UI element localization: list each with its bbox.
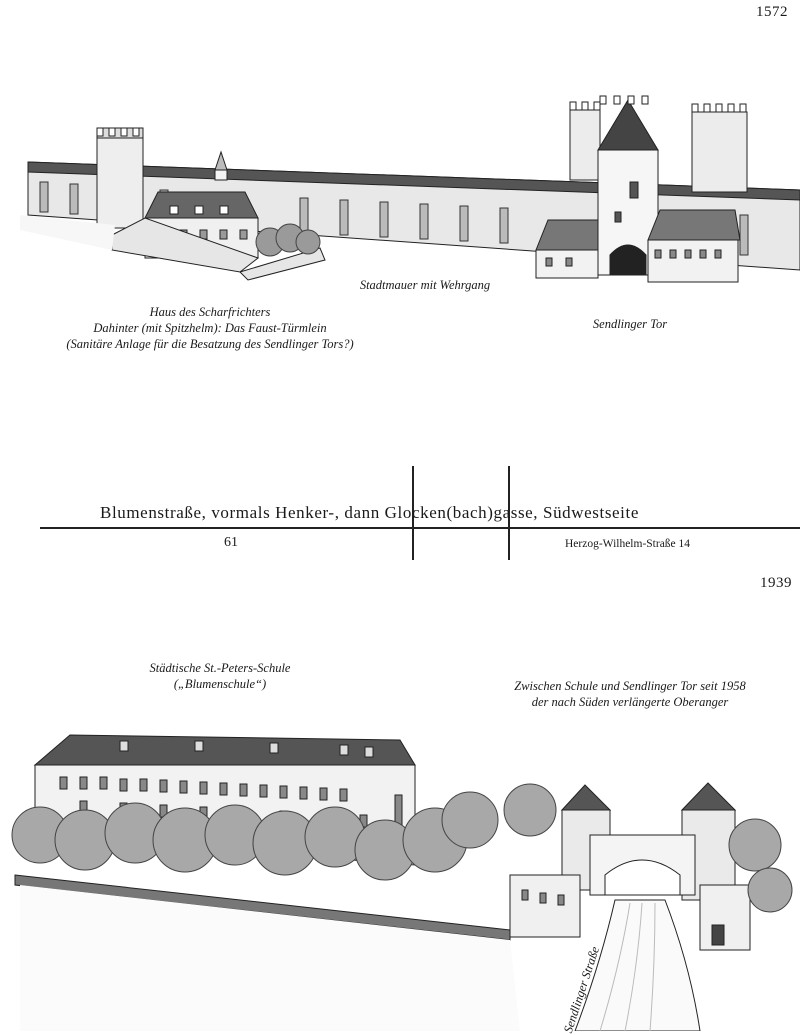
- year-1572: 1572: [756, 4, 788, 20]
- caption-line: Städtische St.-Peters-Schule: [149, 661, 291, 675]
- caption-line: (Sanitäre Anlage für die Besatzung des S…: [66, 337, 354, 351]
- cross-street-label: Herzog-Wilhelm-Straße 14: [565, 538, 691, 550]
- school-gate-illustration: [11, 734, 793, 1031]
- house-number: 61: [224, 535, 238, 550]
- caption-stadtmauer: Stadtmauer mit Wehrgang: [359, 278, 491, 292]
- street-title: Blumenstraße, vormals Henker-, dann Gloc…: [100, 503, 639, 522]
- caption-line: der nach Süden verlängerte Oberanger: [531, 695, 729, 709]
- year-1939: 1939: [760, 575, 792, 591]
- caption-line: („Blumenschule“): [173, 677, 267, 691]
- street-baseline: [40, 527, 800, 529]
- caption-scharfrichter-block: Haus des Scharfrichters Dahinter (mit Sp…: [30, 304, 390, 352]
- caption-line: Haus des Scharfrichters: [149, 305, 271, 319]
- cross-line-right: [508, 466, 510, 560]
- cross-line-left: [412, 466, 414, 560]
- city-wall-illustration: [20, 95, 800, 283]
- caption-sendlinger-tor: Sendlinger Tor: [592, 317, 668, 331]
- caption-line: Dahinter (mit Spitzhelm): Das Faust-Türm…: [93, 321, 327, 335]
- caption-oberanger-block: Zwischen Schule und Sendlinger Tor seit …: [490, 678, 770, 710]
- caption-school-block: Städtische St.-Peters-Schule („Blumensch…: [120, 660, 320, 692]
- caption-line: Zwischen Schule und Sendlinger Tor seit …: [514, 679, 746, 693]
